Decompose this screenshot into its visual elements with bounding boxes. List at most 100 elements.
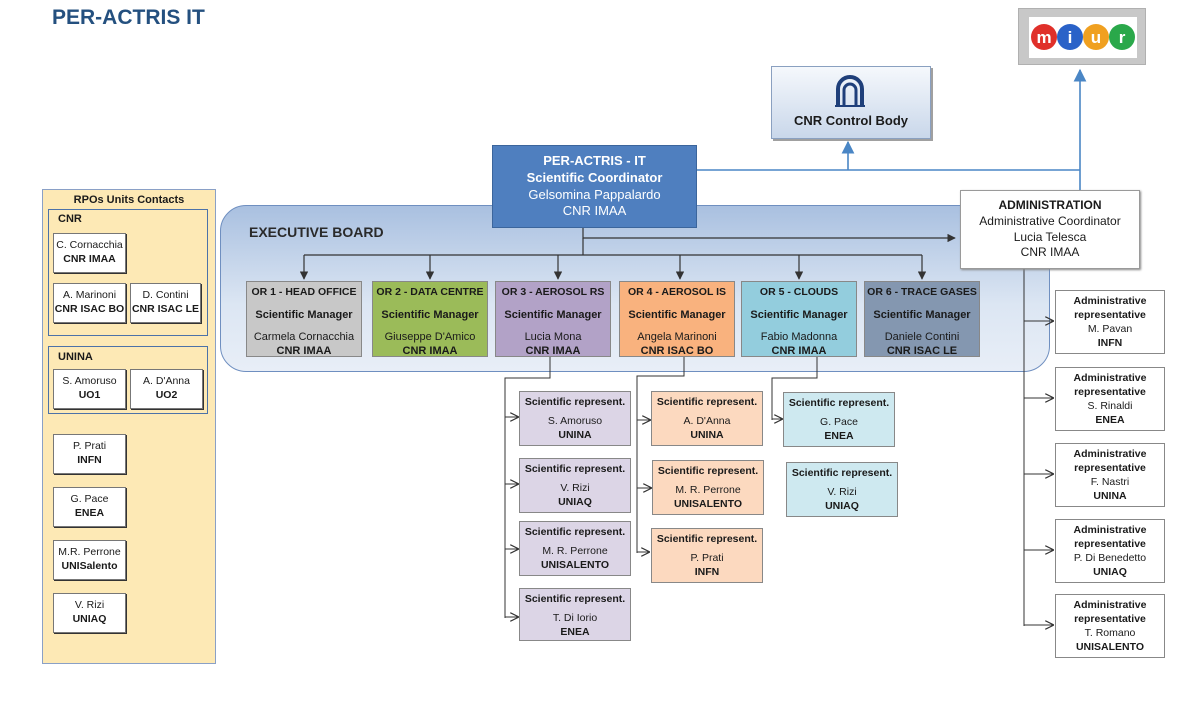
or-box-clouds: OR 5 - CLOUDS Scientific Manager Fabio M… (741, 281, 857, 357)
or-box-data-centre: OR 2 - DATA CENTRE Scientific Manager Gi… (372, 281, 488, 357)
or3-connectors (504, 357, 551, 618)
scientific-rep-card: Scientific represent. V. Rizi UNIAQ (786, 462, 898, 517)
contact-name: V. Rizi (74, 599, 105, 612)
sci-rep-label: Scientific represent. (788, 397, 890, 409)
or-org: CNR IMAA (525, 345, 581, 358)
admin-rep-line1: Administrative (1073, 523, 1147, 536)
contact-org: ENEA (74, 507, 105, 519)
contact-name: D. Contini (142, 289, 189, 302)
admin-rep-name: T. Romano (1084, 627, 1136, 639)
admin-rep-line1: Administrative (1073, 371, 1147, 384)
sci-rep-org: UNINA (558, 429, 592, 442)
or-title: OR 4 - AEROSOL IS (627, 286, 727, 298)
miur-letter: i (1068, 28, 1073, 47)
or-box-head-office: OR 1 - HEAD OFFICE Scientific Manager Ca… (246, 281, 362, 357)
or-box-trace-gases: OR 6 - TRACE GASES Scientific Manager Da… (864, 281, 980, 357)
rpo-contact-card: C. Cornacchia CNR IMAA (53, 233, 126, 273)
or4-connectors (636, 357, 685, 553)
or-manager-name: Daniele Contini (884, 330, 960, 343)
contact-name: A. D'Anna (143, 375, 190, 388)
admin-rep-name: F. Nastri (1090, 476, 1130, 488)
sci-rep-name: V. Rizi (560, 481, 590, 494)
or-title: OR 6 - TRACE GASES (867, 286, 977, 298)
admin-rep-line2: representative (1074, 308, 1146, 321)
or-manager-name: Giuseppe D'Amico (384, 330, 476, 343)
or-role: Scientific Manager (504, 308, 602, 321)
sci-rep-label: Scientific represent. (656, 396, 758, 408)
sci-rep-label: Scientific represent. (657, 465, 759, 477)
sci-rep-org: INFN (694, 566, 720, 579)
contact-org: UNISalento (61, 560, 118, 572)
rpo-contact-card: M.R. Perrone UNISalento (53, 540, 126, 580)
cnr-control-body-label: CNR Control Body (793, 113, 909, 129)
sci-rep-name: V. Rizi (827, 485, 857, 498)
contact-org: CNR ISAC LE (131, 303, 200, 315)
cnr-logo-icon (835, 75, 865, 107)
or-box-aerosol-is: OR 4 - AEROSOL IS Scientific Manager Ang… (619, 281, 735, 357)
or-title: OR 2 - DATA CENTRE (376, 286, 484, 298)
or-role: Scientific Manager (255, 308, 353, 321)
rpo-contact-card: G. Pace ENEA (53, 487, 126, 527)
scientific-rep-card: Scientific represent. A. D'Anna UNINA (651, 391, 763, 446)
scientific-rep-card: Scientific represent. P. Prati INFN (651, 528, 763, 583)
sci-rep-label: Scientific represent. (524, 396, 626, 408)
sci-rep-org: UNIAQ (825, 500, 859, 513)
sci-rep-label: Scientific represent. (791, 467, 893, 479)
admin-connectors (1023, 269, 1053, 626)
sci-rep-org: UNISALENTO (540, 559, 610, 572)
rpo-contact-card: A. D'Anna UO2 (130, 369, 203, 409)
contact-name: M.R. Perrone (58, 546, 121, 559)
admin-rep-org: INFN (1097, 337, 1123, 350)
admin-rep-name: M. Pavan (1087, 323, 1133, 335)
rpo-contacts-title: RPOs Units Contacts (73, 194, 185, 206)
or-box-aerosol-rs: OR 3 - AEROSOL RS Scientific Manager Luc… (495, 281, 611, 357)
administration-org: CNR IMAA (1020, 245, 1080, 260)
page-title: PER-ACTRIS IT (52, 6, 205, 29)
admin-rep-org: UNIAQ (1093, 566, 1127, 579)
admin-rep-line2: representative (1074, 385, 1146, 398)
scientific-coordinator-box: PER-ACTRIS - IT Scientific Coordinator G… (492, 145, 697, 228)
contact-name: A. Marinoni (62, 289, 117, 302)
rpo-contact-card: D. Contini CNR ISAC LE (130, 283, 201, 323)
or-role: Scientific Manager (873, 308, 971, 321)
miur-letter-badge (1083, 24, 1109, 50)
scientific-rep-card: Scientific represent. M. R. Perrone UNIS… (519, 521, 631, 576)
contact-name: G. Pace (70, 493, 109, 506)
coordinator-role: Scientific Coordinator (526, 169, 663, 185)
scientific-rep-card: Scientific represent. M. R. Perrone UNIS… (652, 460, 764, 515)
contact-name: P. Prati (72, 440, 107, 453)
sci-rep-name: G. Pace (820, 415, 858, 428)
contact-name: S. Amoruso (62, 375, 117, 388)
admin-rep-name: P. Di Benedetto (1073, 552, 1147, 564)
rpo-contact-card: V. Rizi UNIAQ (53, 593, 126, 633)
or-org: CNR ISAC LE (886, 345, 958, 358)
sci-rep-org: ENEA (824, 430, 854, 443)
cnr-control-body-box: CNR Control Body (771, 66, 931, 139)
scientific-rep-card: Scientific represent. V. Rizi UNIAQ (519, 458, 631, 513)
or-role: Scientific Manager (381, 308, 479, 321)
sci-rep-org: UNISALENTO (673, 498, 743, 511)
rpo-contact-card: A. Marinoni CNR ISAC BO (53, 283, 126, 323)
or-manager-name: Carmela Cornacchia (253, 330, 355, 343)
coordinator-name: Gelsomina Pappalardo (528, 186, 661, 202)
scientific-rep-card: Scientific represent. S. Amoruso UNINA (519, 391, 631, 446)
contact-org: INFN (77, 454, 102, 466)
admin-rep-org: UNINA (1093, 490, 1127, 503)
or-org: CNR IMAA (276, 345, 332, 358)
or-org: CNR IMAA (771, 345, 827, 358)
rpo-contact-card: P. Prati INFN (53, 434, 126, 474)
admin-rep-card: Administrative representative M. Pavan I… (1055, 290, 1165, 354)
miur-letter-badge (1057, 24, 1083, 50)
admin-rep-line2: representative (1074, 461, 1146, 474)
admin-rep-card: Administrative representative F. Nastri … (1055, 443, 1165, 507)
contact-org: UO1 (78, 389, 101, 401)
contact-org: CNR IMAA (63, 253, 116, 265)
or-manager-name: Angela Marinoni (637, 330, 717, 343)
contact-name: C. Cornacchia (56, 239, 123, 252)
or-role: Scientific Manager (750, 308, 848, 321)
admin-rep-line1: Administrative (1073, 447, 1147, 460)
sci-rep-label: Scientific represent. (656, 533, 758, 545)
sci-rep-name: T. Di Iorio (552, 611, 598, 624)
